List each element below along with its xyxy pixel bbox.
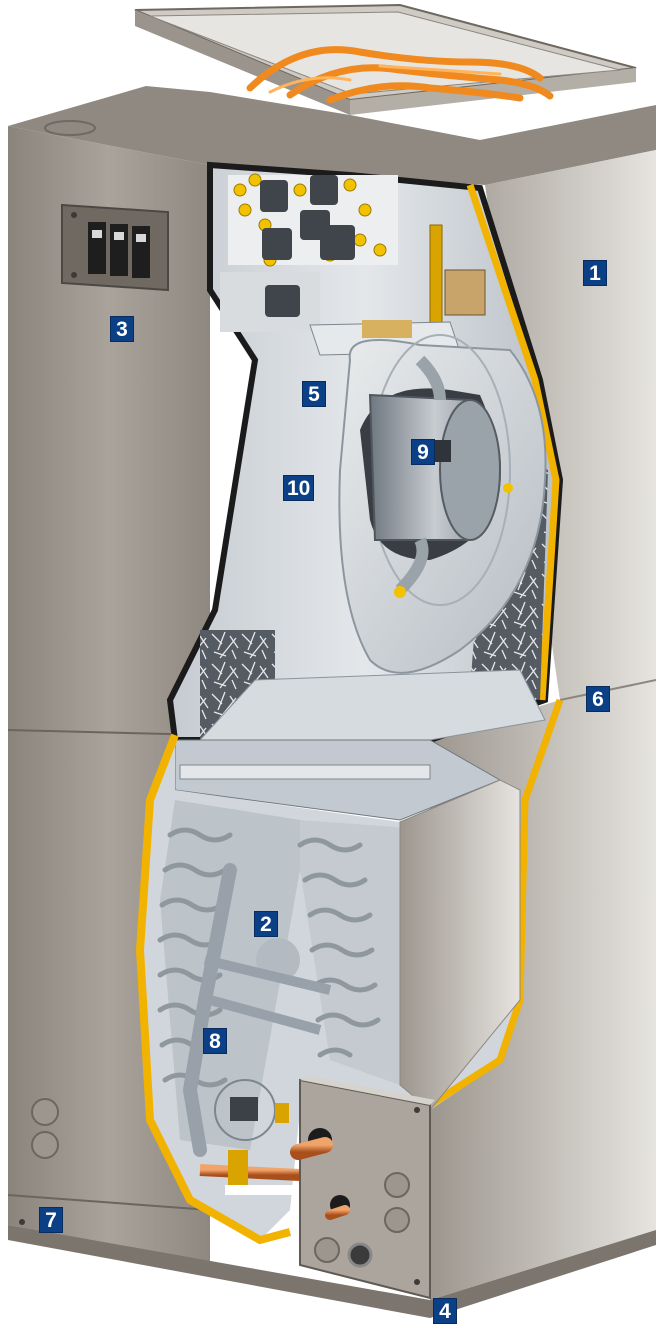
callout-5: 5 [302,381,326,407]
callout-8: 8 [203,1028,227,1054]
refrigerant-line-icon [182,863,332,1195]
callout-10: 10 [283,475,315,501]
evaporator-coil-icon [157,779,521,1150]
cabinet-top [8,86,656,185]
callout-3: 3 [110,316,134,342]
breaker-switch-icon [61,203,169,292]
drain-pan [174,669,546,821]
cabinet-base [8,1225,656,1318]
callout-4: 4 [433,1298,457,1324]
callout-2: 2 [254,911,278,937]
electrical-controls [220,173,486,356]
callout-6: 6 [586,686,610,712]
heater-coil-icon [246,46,554,104]
callout-1: 1 [583,260,607,286]
side-knockouts [31,1098,59,1159]
callout-7: 7 [39,1207,63,1233]
top-knockout [44,120,96,136]
insulation-edge-upper [466,183,560,701]
insulation-edge-lower [135,733,292,1245]
blower-motor-icon [368,355,513,598]
callout-9: 9 [411,439,435,465]
service-access-panel [290,1076,435,1300]
